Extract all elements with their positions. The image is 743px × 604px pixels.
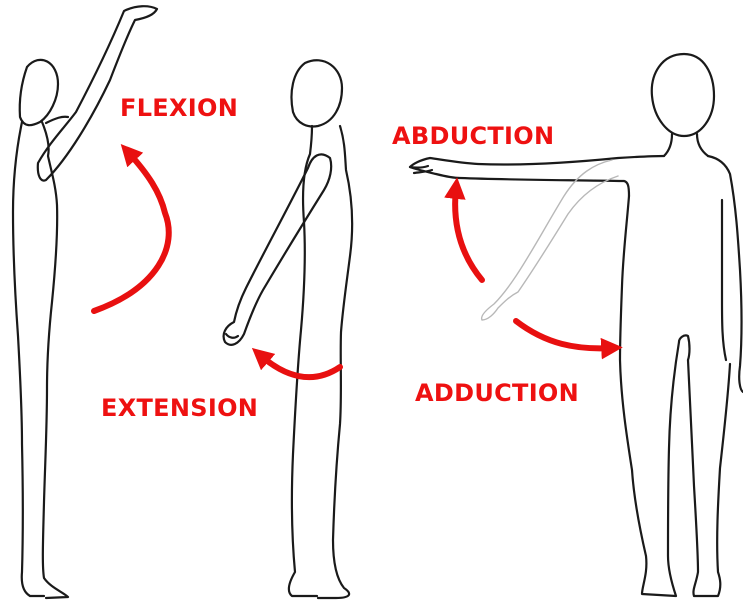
front-outline	[318, 126, 352, 598]
shoulder-line	[46, 117, 68, 123]
neck-right	[697, 134, 708, 156]
neck-left	[664, 134, 672, 156]
flexion-label: FLEXION	[120, 96, 238, 120]
arm-raised-sideways	[410, 156, 664, 196]
faint-arm-position	[482, 160, 618, 320]
arrows	[94, 152, 612, 377]
adduction-label: ADDUCTION	[415, 381, 579, 405]
head-outline	[20, 60, 58, 125]
figure-extension	[224, 60, 352, 598]
head-outline	[292, 60, 343, 126]
arm-right-inner	[722, 200, 726, 360]
head-outline	[652, 54, 714, 136]
crotch	[679, 335, 690, 360]
flexion-arrow	[94, 152, 169, 311]
arm-back	[224, 154, 332, 344]
abduction-label: ABDUCTION	[392, 124, 554, 148]
extension-label: EXTENSION	[101, 396, 258, 420]
front-outline	[42, 122, 68, 598]
leg-right	[688, 360, 730, 596]
hand-detail	[226, 334, 238, 338]
torso-left	[620, 196, 679, 596]
abduction-arrow	[455, 188, 482, 280]
back-outline	[13, 122, 44, 596]
adduction-arrow	[516, 321, 612, 348]
extension-arrow	[260, 355, 340, 377]
